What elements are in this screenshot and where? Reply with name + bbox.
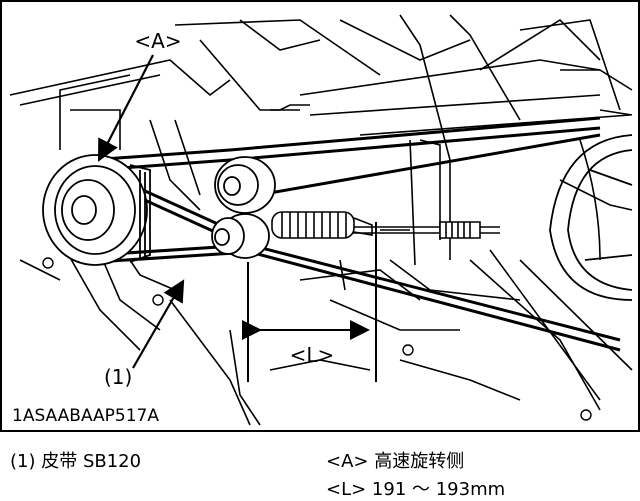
idler-pulley-lower [211,213,270,259]
legend-item-high-speed-side: <A> 高速旋转侧 [326,451,465,472]
large-wheel [549,134,633,301]
leader-arrow-a [97,54,154,162]
bolts [42,257,592,421]
legend-item-belt: (1) 皮带 SB120 [10,451,142,472]
callout-1: (1) [104,365,132,389]
machine-frame [9,14,633,426]
belt-tension-diagram: <A> (1) <L> 1ASAABAAP517A [0,0,640,432]
idler-pulley-upper [214,156,276,214]
callout-l: <L> [290,343,335,367]
dimension-l [242,222,377,382]
drive-pulley [42,154,151,266]
figure-code: 1ASAABAAP517A [12,406,159,426]
leader-arrow-1 [132,279,185,369]
tension-spring [271,211,373,239]
caption-divider [0,431,640,432]
callout-a: <A> [134,29,181,53]
legend-item-length: <L> 191 ～ 193mm [326,479,506,500]
